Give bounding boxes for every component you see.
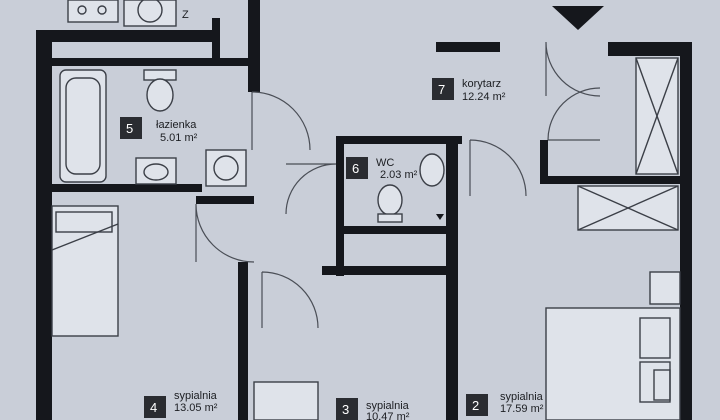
room-number: 6 (352, 161, 359, 176)
room-number-badge (120, 117, 142, 139)
bed-room-4 (51, 205, 119, 337)
wc-fixtures (377, 153, 445, 223)
room-number: 3 (342, 402, 349, 417)
wall-stub-top (212, 18, 220, 66)
wc-toilet-bowl (377, 184, 403, 216)
bedroom-furniture (51, 205, 681, 420)
wall-corridor-divider (540, 176, 682, 184)
wall-right-outer (680, 42, 692, 420)
bed-pillow (639, 317, 671, 359)
bed-blanket (51, 223, 119, 251)
wc-toilet-tank (377, 213, 403, 223)
wc-basin (419, 153, 445, 187)
room-name: sypialnia (366, 400, 410, 412)
room-area: 17.59 m² (500, 403, 544, 415)
vent-marker-icon (436, 214, 444, 220)
door-wc (285, 163, 337, 215)
room-label-4: 4 sypialnia 13.05 m² (144, 390, 218, 418)
room-area: 5.01 m² (160, 132, 198, 144)
room-label-7: 7 korytarz 12.24 m² (432, 78, 506, 103)
riser-mark: Z (182, 9, 189, 21)
room-number: 4 (150, 400, 157, 415)
bathtub (59, 69, 107, 183)
stove-burner (97, 5, 107, 15)
wall-corridor-left-upper (540, 140, 548, 184)
kitchen-strip: Z (67, 0, 189, 27)
washbasin-bowl (143, 163, 169, 181)
doors (195, 41, 601, 329)
room-name: łazienka (156, 119, 197, 131)
sink-bowl (137, 0, 163, 23)
room-name: WC (376, 157, 394, 169)
door-room3 (261, 271, 319, 329)
room-number-badge (466, 394, 488, 416)
room-label-5: 5 łazienka 5.01 m² (120, 117, 198, 144)
wall-bath-right (248, 0, 260, 92)
wall-wc-top (336, 136, 462, 144)
wardrobe-cross (635, 57, 679, 175)
bed-room-2 (545, 307, 681, 420)
nightstand (649, 271, 681, 305)
room-number: 2 (472, 398, 479, 413)
entrance-arrow-icon (552, 6, 604, 30)
door-bathroom (251, 91, 311, 151)
wall-wc-bottom (336, 226, 446, 234)
wall-room3-top (322, 266, 448, 275)
room-number-badge (336, 398, 358, 420)
room-area: 12.24 m² (462, 91, 506, 103)
room-label-3: 3 sypialnia 10.47 m² (336, 398, 410, 420)
door-room4 (195, 203, 255, 263)
room-name: sypialnia (500, 391, 544, 403)
wall-left-outer (36, 30, 52, 420)
wall-room4-top (196, 196, 254, 204)
wall-corridor-right-upper (608, 42, 692, 56)
wall-room4-right (238, 262, 248, 420)
walls (36, 0, 692, 420)
room-label-2: 2 sypialnia 17.59 m² (466, 391, 544, 416)
room-label-6: 6 WC 2.03 m² (346, 157, 418, 181)
corridor-fixtures (552, 6, 679, 231)
wall-shaft-hatch (436, 42, 500, 52)
room-number: 7 (438, 82, 445, 97)
stove (67, 0, 119, 23)
room-number-badge (346, 157, 368, 179)
room-number: 5 (126, 121, 133, 136)
wall-wc-left (336, 136, 344, 276)
wall-bath-top (52, 58, 252, 66)
sink (123, 0, 177, 27)
wall-top-left (36, 30, 212, 42)
bathtub-inner (65, 77, 101, 175)
room-area: 13.05 m² (174, 402, 218, 414)
room-name: sypialnia (174, 390, 218, 402)
room-area: 2.03 m² (380, 169, 418, 181)
washing-machine-drum (213, 155, 239, 181)
bed-pillow (55, 211, 113, 233)
door-entrance (545, 41, 601, 97)
bathroom-fixtures (59, 69, 247, 187)
wall-bath-bottom (52, 184, 202, 192)
room-area: 10.47 m² (366, 411, 410, 420)
door-room2 (469, 139, 527, 197)
closet-cross (577, 185, 679, 231)
door-corridor-inner (547, 87, 601, 141)
chair (653, 369, 671, 401)
room-name: korytarz (462, 78, 501, 90)
bath-toilet-bowl (146, 78, 174, 112)
room-number-badge (144, 396, 166, 418)
stove-burner (77, 5, 87, 15)
room-number-badge (432, 78, 454, 100)
desk-room-3 (253, 381, 319, 420)
wall-room2-left (446, 140, 458, 420)
